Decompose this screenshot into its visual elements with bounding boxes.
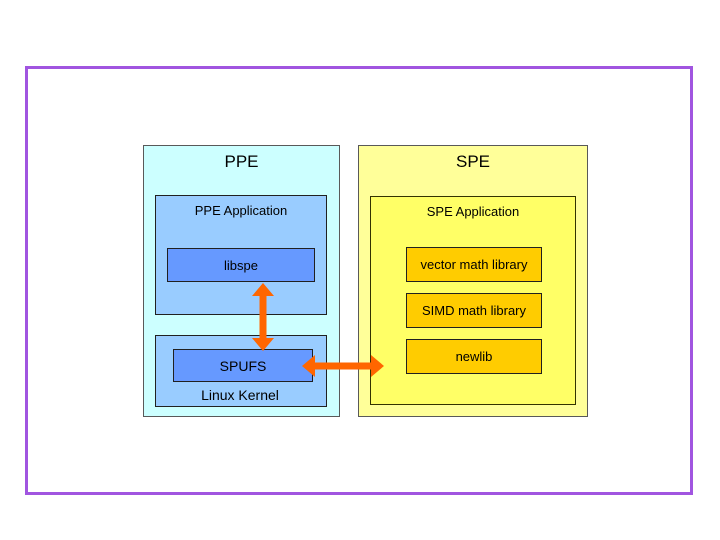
spufs-box: SPUFS: [173, 349, 313, 382]
linux-kernel-label: Linux Kernel: [201, 387, 279, 403]
spe-application-label: SPE Application: [426, 204, 520, 219]
ppe-application-label: PPE Application: [194, 203, 288, 218]
vector-math-library-box: vector math library: [406, 247, 542, 282]
spe-title: SPE: [455, 152, 491, 171]
newlib-box: newlib: [406, 339, 542, 374]
simd-math-library-box: SIMD math library: [406, 293, 542, 328]
ppe-title: PPE: [224, 152, 259, 171]
libspe-box: libspe: [167, 248, 315, 282]
